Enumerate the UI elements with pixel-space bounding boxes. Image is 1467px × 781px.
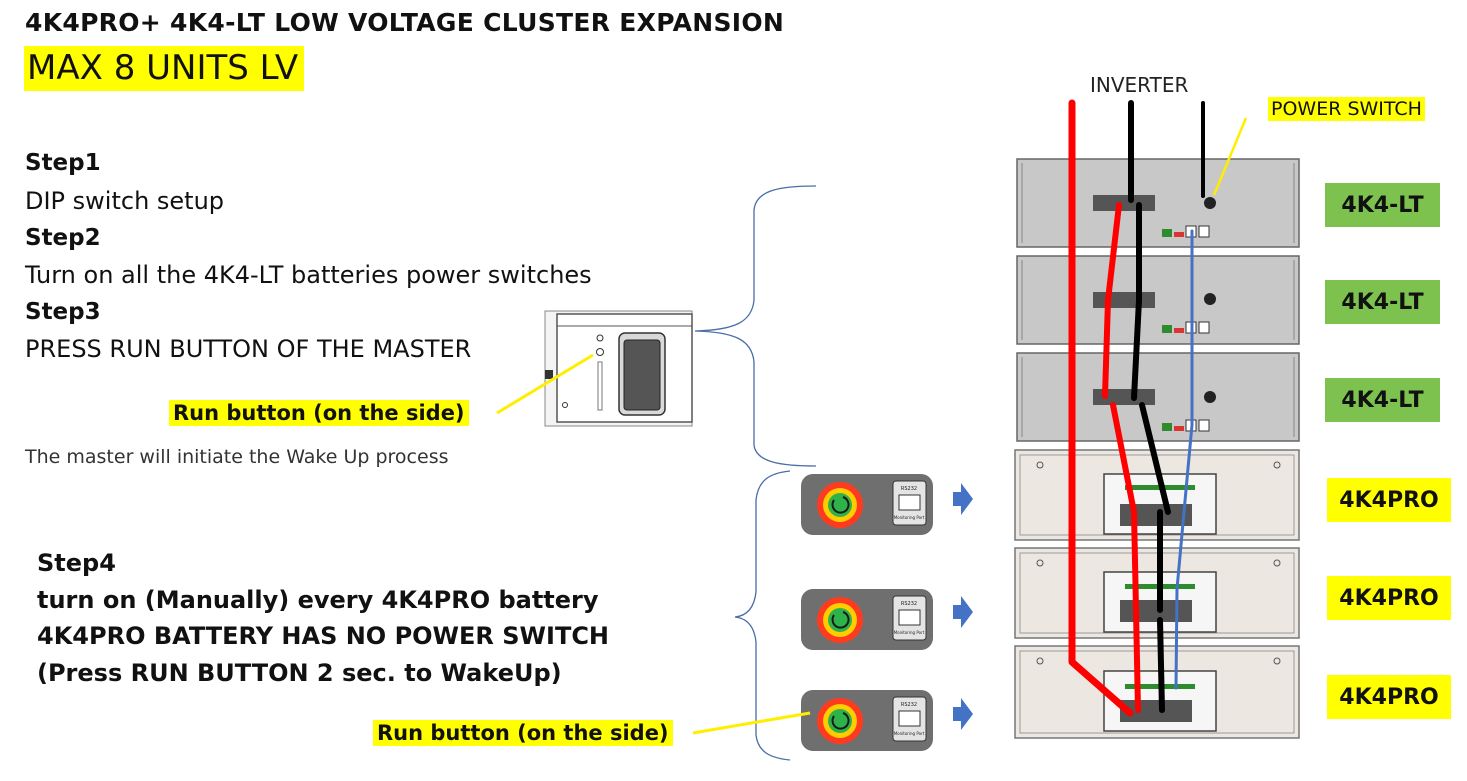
- lt-unit-3: [1016, 352, 1300, 442]
- max-units-heading: MAX 8 UNITS LV: [24, 46, 305, 91]
- rs232-text-3: RS232: [901, 702, 917, 708]
- step4-line-3: (Press RUN BUTTON 2 sec. to WakeUp): [37, 658, 562, 687]
- brace-lower: [734, 470, 791, 761]
- power-switch-pointer: [1212, 117, 1248, 196]
- comm-cable: [1174, 229, 1194, 690]
- unit-tag-lt-2: 4K4-LT: [1325, 280, 1440, 324]
- step1-text: DIP switch setup: [25, 187, 225, 215]
- run-button-master-callout: Run button (on the side): [169, 400, 469, 426]
- arrow-1: [953, 483, 973, 515]
- monitoring-text-1: Monitoring Port: [894, 515, 925, 520]
- unit-tag-pro-1: 4K4PRO: [1327, 478, 1451, 522]
- arrow-2: [953, 596, 973, 628]
- step4-title: Step4: [37, 549, 116, 577]
- page-title: 4K4PRO+ 4K4-LT LOW VOLTAGE CLUSTER EXPAN…: [25, 8, 785, 37]
- unit-tag-pro-3: 4K4PRO: [1327, 675, 1451, 719]
- rs232-text-2: RS232: [901, 601, 917, 607]
- lt-unit-2: [1016, 255, 1300, 345]
- step4-block: Step4 turn on (Manually) every 4K4PRO ba…: [37, 545, 609, 691]
- pro-unit-3: [1014, 645, 1300, 739]
- run-button-panels: RS232 Monitoring Port RS232 Monitoring P…: [692, 474, 933, 751]
- lt-unit-1: [1016, 158, 1300, 248]
- arrow-3: [953, 698, 973, 730]
- main-positive-cable: [1068, 99, 1134, 717]
- step3-title: Step3: [25, 299, 101, 325]
- master-side-view: [496, 310, 693, 427]
- step1-title: Step1: [25, 150, 101, 176]
- monitoring-text-3: Monitoring Port: [894, 731, 925, 736]
- rs232-text-1: RS232: [901, 486, 917, 492]
- master-note: The master will initiate the Wake Up pro…: [25, 446, 449, 468]
- step4-line-1: turn on (Manually) every 4K4PRO battery: [37, 585, 599, 614]
- arrows: [953, 483, 973, 730]
- cables: [1068, 99, 1205, 717]
- unit-tag-lt-3: 4K4-LT: [1325, 378, 1440, 422]
- step2-text: Turn on all the 4K4-LT batteries power s…: [25, 261, 592, 289]
- run-button-pro-callout: Run button (on the side): [373, 720, 673, 746]
- step4-line-2: 4K4PRO BATTERY HAS NO POWER SWITCH: [37, 622, 610, 650]
- step3-text: PRESS RUN BUTTON OF THE MASTER: [25, 335, 472, 363]
- unit-tag-lt-1: 4K4-LT: [1325, 183, 1440, 227]
- brace-upper: [694, 185, 817, 467]
- monitoring-text-2: Monitoring Port: [894, 630, 925, 635]
- step2-title: Step2: [25, 225, 101, 251]
- unit-tag-pro-2: 4K4PRO: [1327, 576, 1451, 620]
- inverter-label: INVERTER: [1090, 73, 1189, 97]
- battery-stack: [1014, 158, 1300, 739]
- power-switch-label: POWER SWITCH: [1268, 97, 1425, 121]
